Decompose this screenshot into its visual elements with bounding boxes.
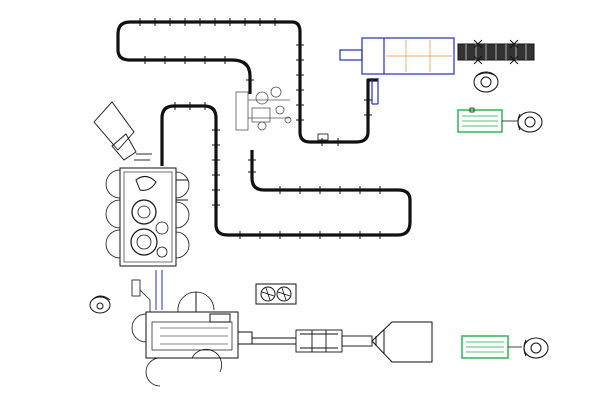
- table-upper-link: [469, 107, 518, 122]
- compressor-fans: [255, 283, 297, 305]
- filler-lobes: [105, 169, 190, 259]
- conveyor-upper: [116, 20, 378, 144]
- operator-right-upper: [517, 111, 543, 133]
- cap-feeder: [93, 101, 152, 161]
- preform-loader: [295, 329, 373, 353]
- mold-link: [252, 337, 296, 345]
- labeler-station: [235, 86, 292, 131]
- operator-right-lower: [523, 337, 549, 359]
- filler-block: [119, 167, 188, 267]
- conveyor-upper-ticks: [139, 18, 372, 146]
- conveyor-box: [317, 133, 329, 141]
- conveyor-lower: [160, 104, 412, 237]
- packing-conveyor: [457, 39, 535, 65]
- conveyor-lower-ticks: [174, 102, 381, 239]
- preform-ladder: [131, 279, 151, 312]
- packing-table-upper: [457, 109, 503, 133]
- blower-lobes: [131, 291, 223, 387]
- packing-table-lower: [461, 335, 509, 359]
- palletizer-blue: [339, 37, 455, 75]
- preform-feed: [155, 270, 163, 310]
- operator-top: [473, 71, 499, 93]
- operator-left: [89, 295, 111, 314]
- transfer-link: [371, 78, 379, 105]
- hopper-funnel: [371, 321, 433, 363]
